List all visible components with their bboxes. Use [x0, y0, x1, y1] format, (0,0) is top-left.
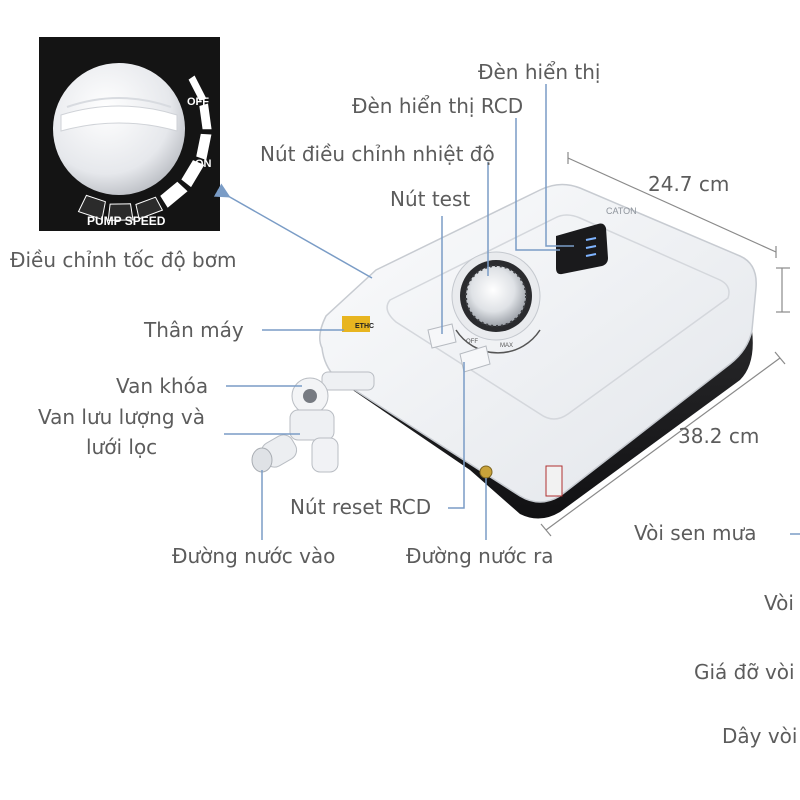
label-duong-nuoc-vao: Đường nước vào — [172, 544, 336, 568]
leader-den-hien-thi — [545, 84, 574, 247]
valve-assembly — [251, 371, 375, 473]
dial-knurl — [465, 265, 527, 327]
lock-valve-knob[interactable] — [303, 389, 317, 403]
label-van-khoa: Van khóa — [116, 374, 209, 398]
label-van-luu-luong-line1: Van lưu lượng và — [38, 405, 205, 429]
leader-den-hien-thi-rcd — [515, 118, 560, 251]
pump-speed-segment — [196, 133, 212, 160]
dimension-length-label: 38.2 cm — [678, 424, 760, 448]
pump-speed-inset: OFF ON PUMP SPEED — [39, 37, 220, 231]
knob-grip — [60, 105, 178, 132]
inlet-pipe-end — [251, 447, 273, 473]
pump-speed-segment — [188, 75, 207, 102]
valve-pipe — [321, 371, 375, 391]
heater-front-panel — [386, 214, 730, 420]
heater-body — [319, 183, 757, 503]
dial-off-mark: OFF — [466, 339, 478, 345]
off-label: OFF — [187, 96, 209, 108]
test-button[interactable] — [427, 323, 457, 349]
pump-speed-segment — [181, 160, 205, 188]
flow-valve-filter[interactable] — [289, 409, 335, 441]
display-led — [585, 245, 597, 249]
pump-speed-segment — [77, 194, 106, 221]
knob-grip-ridge — [66, 97, 172, 108]
display-led — [585, 237, 597, 241]
dimension-lines — [540, 152, 790, 537]
label-day-voi: Dây vòi — [722, 724, 798, 748]
pump-speed-segment — [135, 196, 164, 220]
label-duong-nuoc-ra: Đường nước ra — [406, 544, 554, 568]
label-gia-do-voi: Giá đỡ vòi — [694, 660, 795, 684]
pump-speed-segment — [107, 203, 134, 221]
leader-lines — [213, 84, 574, 540]
pump-speed-knob-illustration: OFF ON PUMP SPEED — [53, 63, 212, 228]
dimension-width-line — [567, 157, 777, 253]
display-window — [556, 223, 608, 275]
leader-dieu-chinh-bom — [213, 183, 373, 279]
label-van-luu-luong-line2: lưới lọc — [86, 435, 158, 459]
display-led — [585, 253, 597, 257]
pump-speed-segment — [199, 103, 212, 130]
dimension-length-tick — [774, 351, 786, 365]
label-den-hien-thi-rcd: Đèn hiển thị RCD — [352, 94, 524, 118]
pump-speed-caption: PUMP SPEED — [87, 214, 166, 228]
rating-sticker — [545, 465, 563, 497]
pump-speed-segment — [160, 181, 188, 208]
label-than-may: Thân máy — [144, 318, 244, 342]
dial-scale-arc — [455, 329, 541, 354]
reset-rcd-button[interactable] — [459, 345, 491, 373]
label-nut-test: Nút test — [390, 187, 471, 211]
brand-label: ETHC — [355, 323, 374, 330]
label-nut-dieu-chinh-nhiet-do: Nút điều chỉnh nhiệt độ — [260, 142, 495, 166]
dial-max-mark: MAX — [500, 343, 513, 349]
label-voi-sen-mua: Vòi sen mưa — [634, 521, 757, 545]
knob-disc — [53, 63, 185, 195]
label-den-hien-thi: Đèn hiển thị — [478, 60, 601, 84]
dimension-length-tick — [540, 523, 552, 537]
label-dieu-chinh-toc-do-bom: Điều chỉnh tốc độ bơm — [10, 248, 237, 272]
device-logo: CATON — [606, 206, 637, 216]
outlet-fitting — [479, 465, 493, 479]
label-nut-reset-rcd: Nút reset RCD — [290, 495, 432, 519]
brand-sticker — [342, 316, 370, 332]
pump-speed-scale — [77, 75, 212, 221]
dimension-length-line — [545, 357, 781, 531]
temperature-dial[interactable] — [466, 266, 526, 326]
flow-valve-stem — [311, 437, 339, 473]
on-label: ON — [195, 158, 212, 170]
label-voi: Vòi — [764, 591, 794, 615]
dimension-width-label: 24.7 cm — [648, 172, 730, 196]
leader-nut-reset — [448, 362, 465, 509]
